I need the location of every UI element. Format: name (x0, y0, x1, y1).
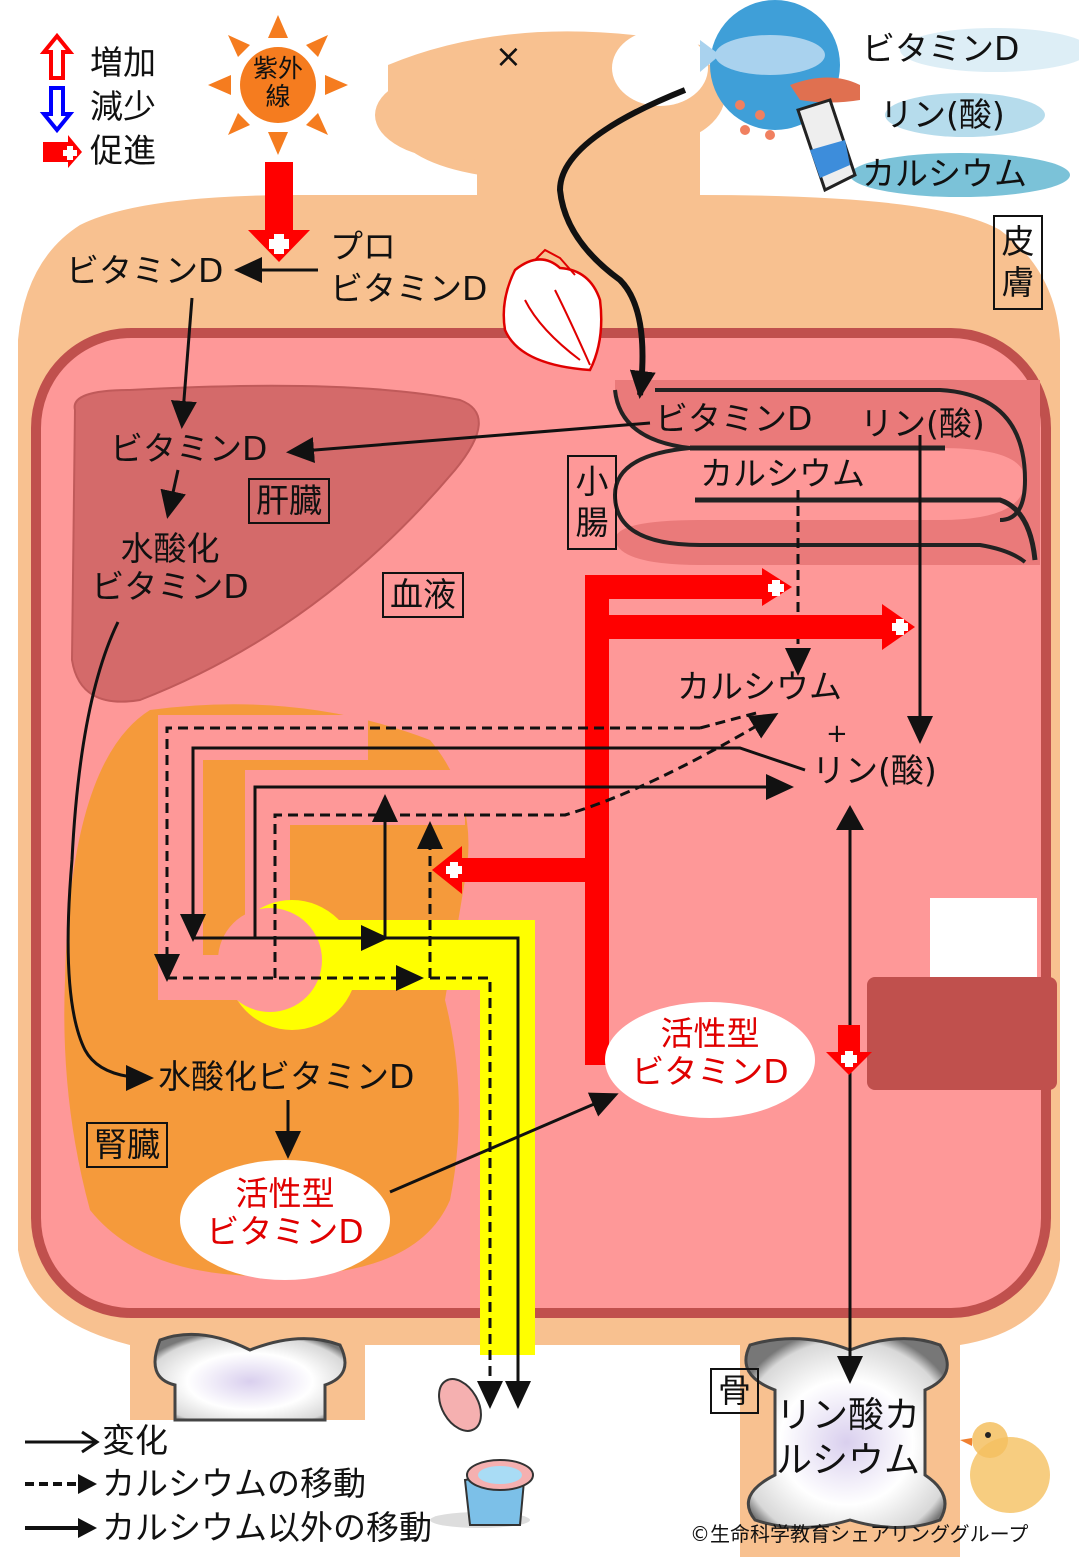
bone-left (153, 1332, 347, 1422)
blood-calcium: カルシウム (677, 667, 842, 706)
provitamin-d-line1: プロ (330, 227, 396, 266)
intestine-organ (612, 380, 1040, 565)
bone-label: 骨 (710, 1368, 759, 1414)
food-vitamin-d-label: ビタミンD (862, 29, 1020, 68)
uv-label: 紫外 線 (252, 54, 303, 111)
digestion-arrow (556, 87, 687, 399)
intestine-vitamin-d: ビタミンD (655, 399, 813, 438)
increase-arrow-icon (39, 32, 75, 80)
food-calcium-label: カルシウム (862, 154, 1027, 193)
promote-arrow-icon (43, 135, 82, 168)
chick-illustration (960, 1422, 1050, 1513)
liver-to-kidney-arrow (66, 621, 154, 1091)
legend-decrease-label: 減少 (90, 87, 156, 126)
skin-to-liver-arrow (170, 297, 197, 429)
legend-calcium-move-label: カルシウムの移動 (102, 1464, 366, 1503)
bone-content-line1: リン酸カ (776, 1395, 921, 1436)
mouth-mark: × (495, 37, 522, 75)
toilet-icon (430, 1378, 534, 1528)
blood-plus-sign: + (826, 719, 848, 749)
active-vitd-to-blood-arrow (389, 1092, 619, 1194)
blood-phosphate: リン(酸) (812, 751, 937, 790)
white-patch (930, 898, 1037, 978)
legend-other-move-label: カルシウム以外の移動 (102, 1508, 432, 1547)
bone-right (744, 1337, 949, 1529)
liver-organ (70, 384, 480, 703)
liver-label: 肝臓 (248, 478, 330, 524)
uv-promote-arrow (248, 162, 310, 262)
skin-vitamin-d: ビタミンD (66, 251, 224, 290)
food-phosphate-label: リン(酸) (880, 95, 1005, 134)
intestine-label: 小 腸 (567, 455, 617, 550)
bone-content-line2: ルシウム (776, 1440, 921, 1481)
decrease-arrow-icon (39, 86, 75, 134)
dark-red-block (867, 977, 1057, 1090)
legend-increase-label: 増加 (90, 43, 156, 82)
liver-vitamin-d: ビタミンD (110, 429, 268, 468)
credit-text: ©生命科学教育シェアリンググループ (690, 1522, 1029, 1546)
kidney-active-vitd-bubble (180, 1160, 390, 1280)
skin-label: 皮 膚 (993, 215, 1043, 310)
kidney-active-vitamin-d: 活性型 ビタミンD (206, 1174, 364, 1251)
liver-hydroxy-vitamin-d: 水酸化 ビタミンD (91, 529, 249, 606)
intestine-calcium: カルシウム (700, 454, 865, 493)
sun-icon (208, 15, 348, 155)
provitamin-d-line2: ビタミンD (330, 269, 488, 308)
blood-active-vitamin-d: 活性型 ビタミンD (631, 1014, 789, 1091)
blood-label: 血液 (382, 572, 464, 618)
kidney-hydroxy-vitamin-d: 水酸化ビタミンD (158, 1057, 415, 1096)
kidney-label: 腎臓 (86, 1122, 168, 1168)
kidney-transport-paths (154, 710, 806, 1409)
liver-hydroxylation-arrow (160, 469, 186, 519)
intestine-phosphate: リン(酸) (860, 404, 985, 443)
heart-icon (502, 248, 603, 372)
legend-promote-label: 促進 (90, 131, 156, 170)
food-illustration (700, 0, 1079, 197)
intestine-to-liver-arrow (286, 421, 651, 464)
blood-active-vitd-bubble (605, 1002, 815, 1118)
active-vitd-promote-network (432, 568, 915, 1075)
urine-channel (330, 920, 535, 1360)
legend-change-label: 変化 (102, 1421, 168, 1460)
promote-plus-marks (446, 580, 908, 1067)
